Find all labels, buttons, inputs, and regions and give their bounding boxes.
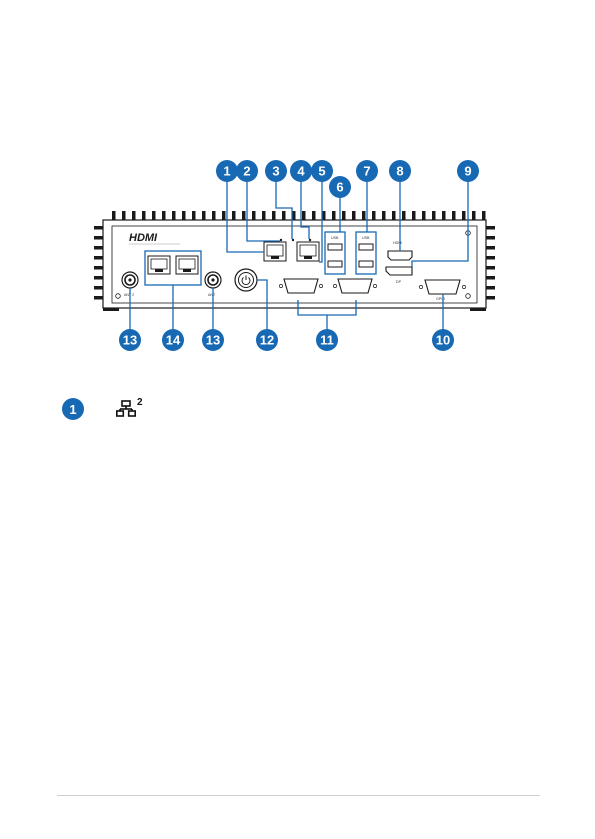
svg-text:12: 12: [260, 333, 274, 348]
lan-port: [148, 256, 170, 274]
usb-port: [359, 244, 373, 250]
callout-1: 1: [216, 160, 238, 182]
callout-3: 3: [265, 160, 287, 182]
svg-text:4: 4: [297, 164, 305, 179]
usb-label-b: USB: [362, 236, 370, 240]
foot-left: [103, 308, 119, 311]
gpio-label: GPIO: [436, 297, 445, 301]
svg-text:2: 2: [243, 164, 250, 179]
svg-text:9: 9: [464, 164, 471, 179]
svg-text:13: 13: [123, 333, 137, 348]
callout-12: 12: [256, 329, 278, 351]
callout-14: 14: [162, 329, 184, 351]
callout-7: 7: [356, 160, 378, 182]
power-button-icon: [235, 269, 257, 291]
usb-port: [328, 244, 342, 250]
led-indicator: [292, 239, 294, 241]
usb-port: [328, 261, 342, 267]
svg-text:8: 8: [396, 164, 403, 179]
svg-text:10: 10: [436, 333, 450, 348]
led-indicator: [309, 239, 311, 241]
lan-port-2: [297, 242, 319, 261]
footer-divider: [57, 795, 540, 796]
heatsink-fins-left: [94, 226, 103, 300]
dp-port-label: DP: [396, 280, 402, 284]
svg-text:3: 3: [272, 164, 279, 179]
led-indicator: [280, 239, 282, 241]
callout-11: 11: [316, 329, 338, 351]
lan-network-icon: 2: [116, 400, 143, 418]
legend-superscript: 2: [137, 397, 143, 408]
ant-left-label: ANT 2: [124, 293, 134, 297]
antenna-connector-right: [205, 272, 221, 288]
heatsink-fins-top: [112, 211, 486, 220]
callout-2: 2: [236, 160, 258, 182]
callout-4: 4: [290, 160, 312, 182]
svg-text:14: 14: [166, 333, 181, 348]
legend-number-badge: 1: [62, 398, 84, 420]
svg-text:6: 6: [336, 180, 343, 195]
callout-9: 9: [457, 160, 479, 182]
svg-text:1: 1: [223, 164, 230, 179]
callout-5: 5: [311, 160, 333, 182]
hdmi-port-label: HDMI: [393, 241, 402, 245]
callout-13-left: 13: [119, 329, 141, 351]
callout-10: 10: [432, 329, 454, 351]
legend-item-1: 1 2: [62, 397, 143, 421]
hdmi-port: [388, 251, 412, 260]
svg-text:7: 7: [363, 164, 370, 179]
displayport-port: [386, 267, 412, 275]
callout-13-right: 13: [202, 329, 224, 351]
foot-right: [470, 308, 486, 311]
callout-6: 6: [329, 176, 351, 198]
hdmi-logo: HDMI: [129, 232, 158, 244]
ant-right-label: ANT: [208, 293, 216, 297]
callout-8: 8: [389, 160, 411, 182]
lan-port: [176, 256, 198, 274]
svg-text:11: 11: [320, 333, 334, 348]
svg-text:13: 13: [206, 333, 220, 348]
svg-text:5: 5: [318, 164, 325, 179]
lan-port-1: [264, 242, 286, 261]
usb-label-a: USB: [331, 236, 339, 240]
antenna-connector-left: [122, 272, 138, 288]
usb-port: [359, 261, 373, 267]
heatsink-fins-right: [486, 226, 495, 300]
